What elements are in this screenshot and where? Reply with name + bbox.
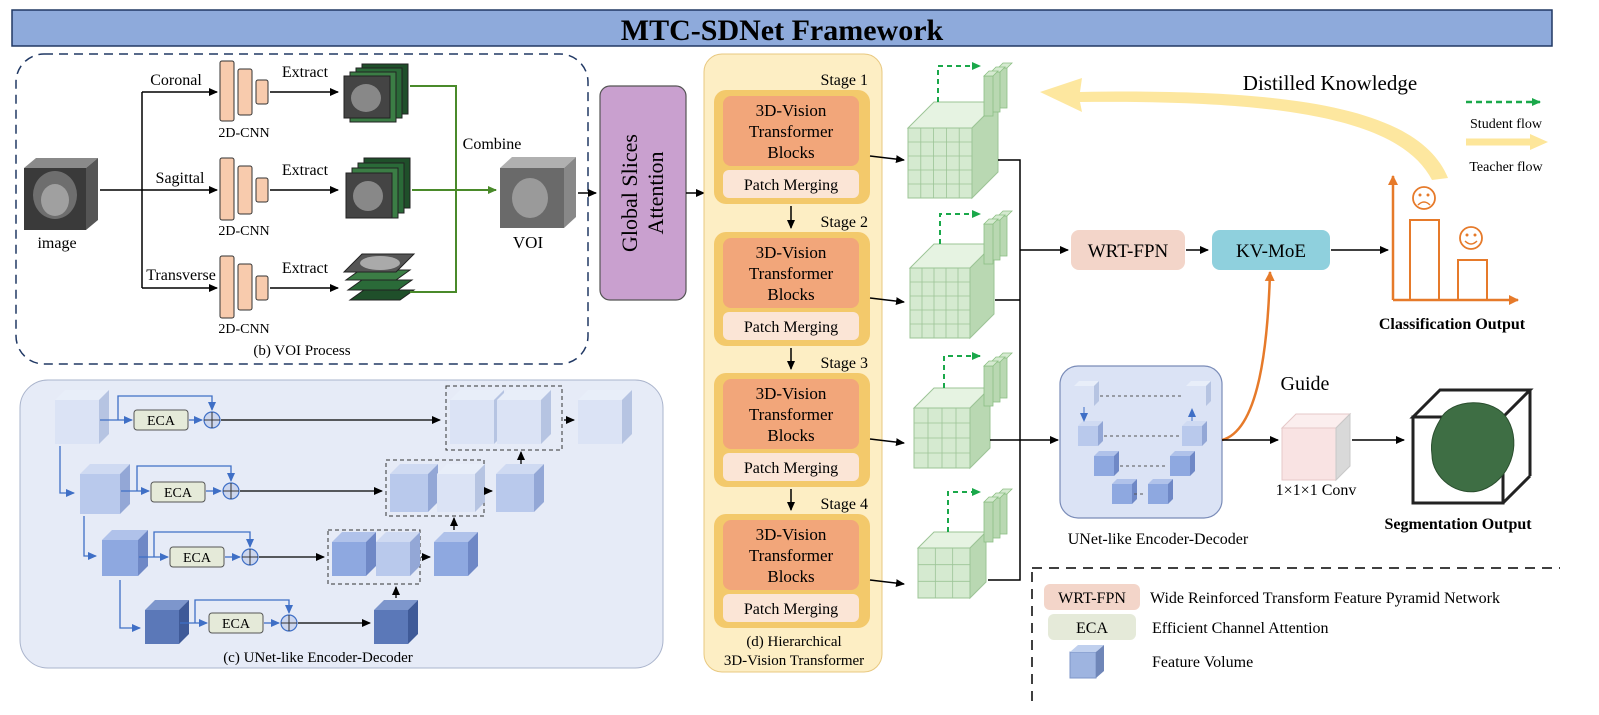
stage-4-merge-text: Patch Merging [744, 601, 838, 618]
stage-2-merge-text: Patch Merging [744, 319, 838, 336]
cnn-coronal [219, 60, 269, 122]
happy-face-icon [1459, 226, 1483, 250]
cnn-label-1: 2D-CNN [218, 126, 269, 141]
cnn-label-3: 2D-CNN [218, 322, 269, 337]
cnn-label-2: 2D-CNN [218, 224, 269, 239]
distilled-knowledge-arrow [1040, 78, 1448, 180]
legend-feature-desc: Feature Volume [1152, 654, 1253, 671]
teacher-flow-label: Teacher flow [1469, 160, 1543, 175]
sad-face-icon [1412, 186, 1436, 210]
stage-2-block-text: 3D-Vision [756, 243, 827, 262]
stage-label-2: Stage 2 [820, 214, 868, 231]
eca-label: ECA [183, 551, 212, 566]
legend-eca-swatch [1048, 614, 1136, 640]
stage-label-1: Stage 1 [820, 72, 868, 89]
stage-1-patch-merging [723, 170, 859, 198]
conv-cube [1280, 412, 1352, 482]
stage-2-transformer-block [723, 238, 859, 308]
vit-caption-line2: 3D-Vision Transformer [724, 653, 864, 669]
combine-label: Combine [463, 136, 522, 153]
view-transverse: Transverse [146, 267, 216, 284]
feature-volume-stage-3 [912, 386, 992, 470]
eca-label: ECA [164, 486, 193, 501]
kv-moe-block [1212, 230, 1330, 270]
classification-chart [1388, 175, 1519, 305]
stage-3-patch-merging [723, 453, 859, 481]
stage-label-3: Stage 3 [820, 355, 868, 372]
student-feature-stage-3 [983, 352, 1013, 407]
view-sagittal: Sagittal [156, 170, 205, 187]
extract-label-2: Extract [282, 162, 329, 179]
student-feature-stage-4 [983, 488, 1013, 543]
input-image-label: image [37, 235, 76, 252]
slices-sagittal [345, 157, 411, 219]
stage-2-block-text: Blocks [767, 285, 814, 304]
guide-label: Guide [1281, 373, 1330, 395]
unet-small-caption: UNet-like Encoder-Decoder [1068, 531, 1249, 548]
gsa-line1: Global Slices [617, 134, 642, 252]
legend-wrt-fpn-swatch [1044, 584, 1140, 610]
feature-volume-stage-4 [916, 530, 988, 600]
extract-label-1: Extract [282, 64, 329, 81]
legend-wrt-fpn-desc: Wide Reinforced Transform Feature Pyrami… [1150, 590, 1500, 607]
unet-caption: (c) UNet-like Encoder-Decoder [223, 650, 413, 666]
title-bar [11, 9, 1553, 47]
segmentation-volume [1409, 388, 1534, 505]
stage-1-merge-text: Patch Merging [744, 177, 838, 194]
legend-feature-volume-icon [1069, 645, 1104, 679]
segmentation-output-label: Segmentation Output [1384, 516, 1532, 533]
stage-4-patch-merging [723, 594, 859, 622]
gsa-line2: Attention [643, 151, 668, 234]
wrt-fpn-label: WRT-FPN [1088, 241, 1169, 262]
stage-3-block-text: 3D-Vision [756, 384, 827, 403]
slices-coronal [343, 63, 409, 123]
stage-3-block-text: Blocks [767, 426, 814, 445]
view-coronal: Coronal [150, 72, 202, 89]
legend-eca-desc: Efficient Channel Attention [1152, 620, 1329, 637]
stage-4-block-text: Blocks [767, 567, 814, 586]
unet-panel [19, 379, 664, 669]
cnn-transverse [219, 255, 269, 319]
stage-1-transformer-block [723, 96, 859, 166]
legend-eca-key: ECA [1076, 620, 1108, 637]
student-feature-stage-1 [983, 62, 1013, 117]
voi-label: VOI [513, 233, 544, 252]
stage-2-patch-merging [723, 312, 859, 340]
stage-3-merge-text: Patch Merging [744, 460, 838, 477]
stage-4-block-text: Transformer [749, 546, 834, 565]
extract-label-3: Extract [282, 260, 329, 277]
stage-3-transformer-block [723, 379, 859, 449]
voi-panel [15, 53, 589, 365]
student-feature-stage-2 [983, 210, 1013, 265]
stage-1-block-text: Blocks [767, 143, 814, 162]
feature-volume-stage-2 [908, 242, 996, 340]
input-image-volume [24, 158, 98, 230]
stage-2-block-text: Transformer [749, 264, 834, 283]
distilled-knowledge-label: Distilled Knowledge [1243, 71, 1417, 95]
cnn-sagittal [219, 157, 269, 221]
conv-label: 1×1×1 Conv [1276, 482, 1357, 499]
stage-4-transformer-block [723, 520, 859, 590]
legend-wrt-fpn-key: WRT-FPN [1058, 590, 1126, 607]
vit-caption-line1: (d) Hierarchical [746, 634, 841, 650]
kv-moe-label: KV-MoE [1236, 241, 1306, 262]
stage-1-block-text: Transformer [749, 122, 834, 141]
stage-label-4: Stage 4 [820, 496, 868, 513]
stage-3-block-text: Transformer [749, 405, 834, 424]
wrt-fpn-block [1071, 230, 1185, 270]
classification-output-label: Classification Output [1379, 316, 1526, 333]
stage-1-block-text: 3D-Vision [756, 101, 827, 120]
eca-label: ECA [147, 414, 176, 429]
eca-label: ECA [222, 617, 251, 632]
unet-small-panel [1059, 365, 1223, 519]
stage-4-block-text: 3D-Vision [756, 525, 827, 544]
voi-volume [500, 157, 576, 228]
slices-transverse [342, 253, 416, 301]
student-flow-label: Student flow [1470, 117, 1543, 132]
title: MTC-SDNet Framework [621, 14, 944, 47]
voi-caption: (b) VOI Process [253, 343, 350, 359]
feature-volume-stage-1 [906, 100, 1000, 200]
guide-arrow [1221, 271, 1275, 442]
